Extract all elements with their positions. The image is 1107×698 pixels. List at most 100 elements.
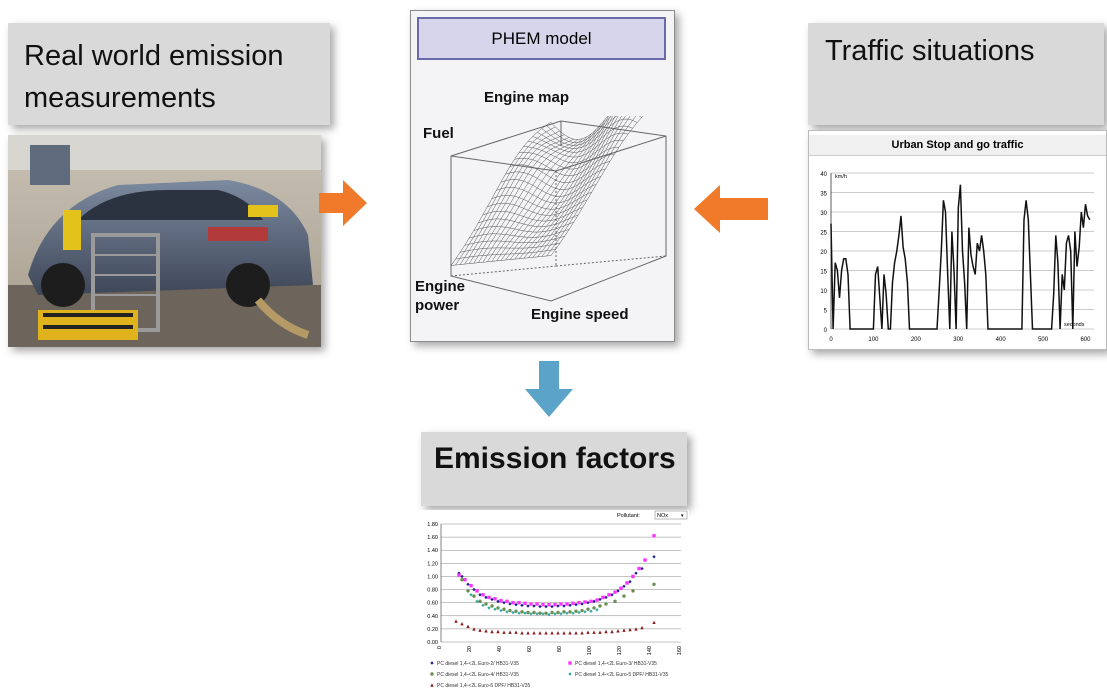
scatter-point: [622, 628, 626, 632]
traffic-ytick: 25: [820, 231, 827, 237]
scatter-point: [472, 627, 476, 631]
traffic-xtick: 300: [953, 337, 964, 343]
traffic-ytick: 40: [820, 172, 827, 178]
scatter-point: [514, 609, 518, 613]
scatter-point: [481, 603, 485, 607]
scatter-series: [454, 619, 656, 635]
scatter-point: [574, 609, 578, 613]
traffic-ytick: 15: [820, 270, 827, 276]
scatter-point: [580, 608, 584, 613]
scatter-point: [637, 566, 641, 571]
legend-marker: [430, 672, 434, 676]
scatter-point: [598, 604, 602, 608]
scatter-point: [541, 612, 545, 616]
scatter-point: [526, 604, 530, 608]
scatter-point: [478, 593, 482, 597]
scatter-point: [577, 610, 581, 615]
scatter-point: [490, 629, 494, 634]
scatter-point: [520, 603, 524, 607]
engine-map-surface: [450, 116, 667, 302]
scatter-point: [574, 602, 578, 607]
scatter-point: [481, 593, 485, 597]
scatter-point: [487, 595, 491, 600]
traffic-situations-label: Traffic situations: [825, 35, 1035, 67]
scatter-ytick: 1.60: [427, 535, 438, 541]
scatter-point: [619, 586, 623, 590]
scatter-point: [604, 629, 608, 634]
traffic-xtick: 100: [868, 337, 879, 343]
scatter-point: [484, 602, 488, 606]
scatter-point: [529, 602, 533, 606]
scatter-point: [508, 602, 512, 606]
scatter-point: [583, 610, 587, 614]
scatter-point: [652, 555, 656, 559]
scatter-point: [487, 606, 491, 610]
scatter-point: [466, 589, 470, 593]
scatter-point: [628, 627, 632, 632]
scatter-point: [571, 611, 575, 615]
scatter-point: [538, 631, 542, 635]
scatter-xtick: 40: [497, 646, 503, 652]
legend-label: PC diesel 1,4-<2L Euro-5 DPF/ HB31-V35: [575, 672, 669, 678]
scatter-point: [469, 593, 473, 597]
scatter-point: [565, 602, 569, 606]
legend-label: PC diesel 1,4-<2L Euro-2/ HB31-V35: [437, 661, 519, 667]
scatter-point: [598, 597, 602, 602]
scatter-point: [502, 600, 506, 605]
scatter-xtick: 160: [677, 646, 683, 655]
scatter-point: [607, 593, 611, 597]
scatter-point: [562, 604, 566, 608]
scatter-point: [535, 602, 539, 606]
fuel-label: Fuel: [423, 125, 454, 142]
scatter-point: [505, 610, 509, 614]
scatter-point: [526, 631, 530, 635]
scatter-point: [598, 630, 602, 634]
phem-model-panel: PHEM model Engine map Fuel Engine power …: [410, 10, 675, 342]
traffic-ytick: 10: [820, 289, 827, 295]
scatter-point: [592, 630, 596, 634]
scatter-point: [568, 631, 572, 635]
scatter-point: [466, 624, 470, 628]
scatter-point: [475, 589, 479, 593]
scatter-point: [613, 590, 617, 594]
traffic-xtick: 500: [1038, 337, 1049, 343]
scatter-point: [550, 610, 554, 615]
scatter-point: [595, 598, 599, 602]
scatter-point: [640, 625, 644, 630]
scatter-point: [490, 604, 494, 608]
scatter-point: [631, 574, 635, 579]
engine-map-label: Engine map: [484, 89, 570, 106]
scatter-point: [505, 599, 509, 604]
pollutant-select[interactable]: [654, 510, 688, 520]
scatter-xtick: 100: [587, 646, 593, 655]
scatter-xtick: 120: [617, 646, 623, 655]
scatter-point: [643, 558, 647, 562]
scatter-point: [502, 630, 506, 634]
traffic-xtick: 0: [829, 337, 833, 343]
scatter-point: [580, 602, 584, 606]
scatter-ytick: 1.00: [427, 574, 438, 580]
scatter-ytick: 1.80: [427, 522, 438, 528]
scatter-point: [502, 607, 506, 611]
scatter-point: [628, 579, 632, 584]
scatter-point: [520, 610, 524, 614]
pollutant-value: NOx: [657, 513, 668, 519]
scatter-point: [499, 599, 503, 603]
scatter-point: [514, 630, 518, 634]
scatter-point: [562, 631, 566, 635]
scatter-point: [553, 602, 557, 607]
scatter-point: [640, 566, 644, 571]
traffic-chart-title: Urban Stop and go traffic: [809, 135, 1106, 156]
scatter-point: [544, 631, 548, 635]
scatter-point: [622, 584, 626, 588]
legend-marker: [430, 661, 434, 665]
scatter-point: [460, 574, 464, 579]
scatter-point: [586, 607, 590, 611]
scatter-point: [616, 589, 620, 593]
scatter-xtick: 80: [557, 646, 563, 652]
scatter-point: [586, 600, 590, 605]
scatter-point: [532, 631, 536, 635]
scatter-point: [517, 600, 521, 605]
